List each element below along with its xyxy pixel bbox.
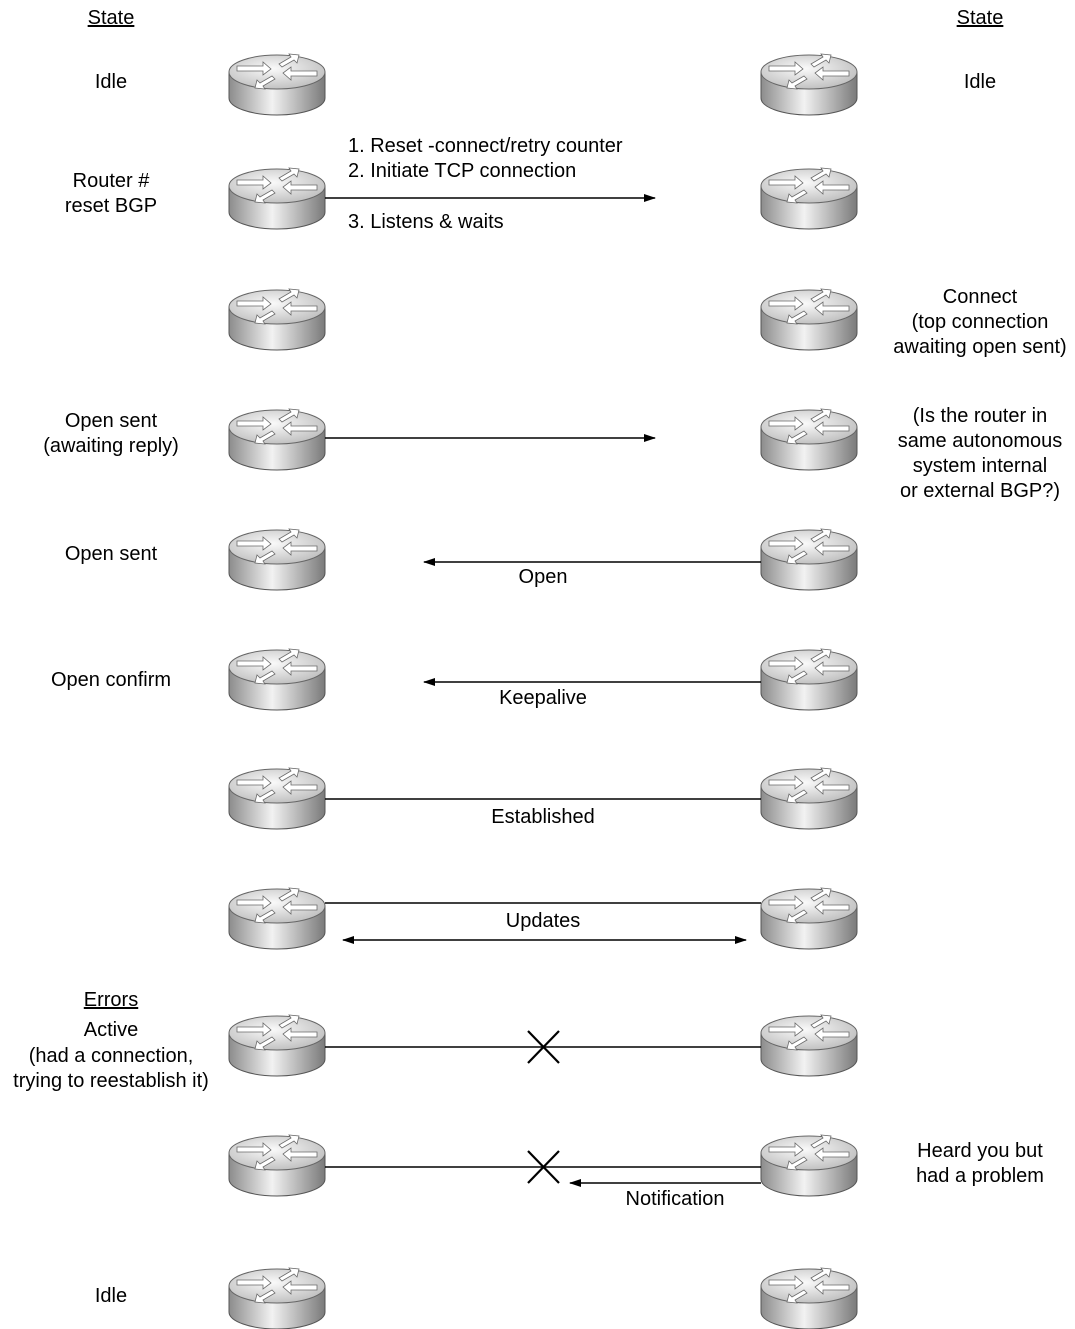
left-state-reset-line2: reset BGP [64, 195, 158, 217]
router-icon [228, 1267, 326, 1329]
x-mark-icon [527, 1030, 560, 1064]
left-state-header: State [87, 7, 135, 29]
router-icon [760, 528, 858, 591]
router-icon [760, 288, 858, 351]
right-state-idle: Idle [963, 71, 997, 93]
message-open: Open [518, 566, 568, 588]
router-icon [760, 648, 858, 711]
router-icon [228, 1134, 326, 1197]
router-icon [760, 1267, 858, 1329]
left-state-active-3: trying to reestablish it) [13, 1070, 209, 1092]
right-state-header: State [956, 7, 1004, 29]
router-icon [760, 767, 858, 830]
step-initiate-tcp: 2. Initiate TCP connection [348, 160, 577, 182]
left-state-open-sent: Open sent [64, 543, 158, 565]
router-icon [760, 1014, 858, 1077]
left-state-open-confirm: Open confirm [50, 669, 172, 691]
step-listen-wait: 3. Listens & waits [348, 211, 504, 233]
router-icon [228, 408, 326, 471]
left-state-idle-bottom: Idle [94, 1285, 128, 1307]
router-icon [228, 887, 326, 950]
step-reset-counter: 1. Reset -connect/retry counter [348, 135, 623, 157]
left-state-open-sent-await-1: Open sent [64, 410, 158, 432]
right-state-connect-2: (top connection [911, 311, 1049, 333]
right-state-heard-2: had a problem [916, 1165, 1044, 1187]
right-state-as-check-1: (Is the router in [912, 405, 1048, 427]
message-established: Established [491, 806, 595, 828]
router-icon [760, 887, 858, 950]
router-icon [228, 767, 326, 830]
errors-header: Errors [83, 989, 139, 1011]
right-state-connect-1: Connect [942, 286, 1018, 308]
router-icon [760, 1134, 858, 1197]
router-icon [228, 1014, 326, 1077]
left-state-active-2: (had a connection, [28, 1045, 194, 1067]
message-keepalive: Keepalive [499, 687, 587, 709]
left-state-active-1: Active [83, 1019, 139, 1041]
router-icon [228, 528, 326, 591]
right-state-connect-3: awaiting open sent) [893, 336, 1067, 358]
router-icon [760, 408, 858, 471]
router-icon [228, 53, 326, 116]
message-updates: Updates [505, 910, 581, 932]
left-state-reset-line1: Router # [72, 170, 150, 192]
router-icon [228, 648, 326, 711]
router-icon [228, 167, 326, 230]
right-state-as-check-3: system internal [912, 455, 1048, 477]
router-icon [760, 53, 858, 116]
left-state-open-sent-await-2: (awaiting reply) [43, 435, 179, 457]
router-icon [228, 288, 326, 351]
x-mark-icon [527, 1150, 560, 1184]
right-state-heard-1: Heard you but [917, 1140, 1043, 1162]
left-state-idle: Idle [94, 71, 128, 93]
right-state-as-check-4: or external BGP?) [899, 480, 1061, 502]
right-state-as-check-2: same autonomous [897, 430, 1063, 452]
message-notification: Notification [625, 1188, 725, 1210]
router-icon [760, 167, 858, 230]
